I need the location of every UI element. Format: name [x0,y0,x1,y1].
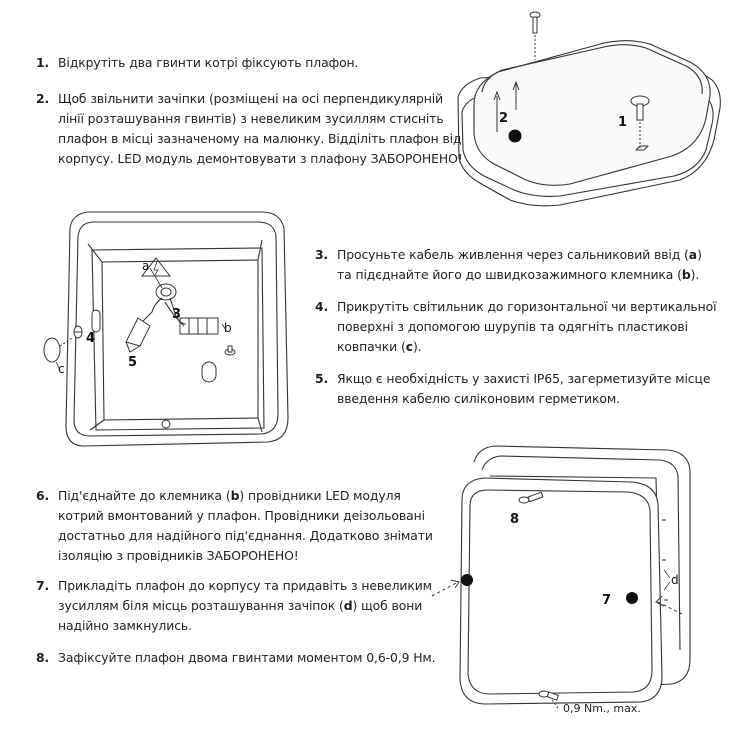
step-2: 2. Щоб звільнити зачіпки (розміщені на о… [36,89,463,169]
arrow-icon [493,80,520,132]
step-text: корпусу. LED модуль демонтовувати з плаф… [58,151,463,166]
label-b: b [224,321,232,335]
mount-screw-icon [73,325,83,339]
label-c: c [58,362,65,376]
step-text: ) щоб вони [352,598,423,613]
step-text: Прикладіть плафон до корпусу та придавіт… [58,578,432,593]
ref-letter: b [681,267,691,282]
terminal-block [179,317,219,335]
step-text: ) провідники LED модуля [239,488,401,503]
mounting-hole [91,309,101,333]
screw-icon [518,491,544,504]
screw-icon [630,95,650,121]
callout-4: 4 [86,331,95,346]
housing-inner [91,247,265,431]
callout-5: 5 [128,355,137,370]
step-text: та підєднайте його до швидкозажимного кл… [337,267,682,282]
step-number: 5. [315,371,329,386]
housing-rim [73,221,279,437]
housing-outer [65,211,289,447]
clip-marker [461,574,473,586]
step-text: зусиллям біля місць розташування зачіпок… [58,598,344,613]
callout-3: 3 [172,307,181,322]
step-number: 6. [36,488,50,503]
step-5: 5. Якщо є необхідність у захисті IP65, з… [315,369,711,409]
callout-7: 7 [602,593,611,608]
torque-label: 0,9 Nm., max. [563,702,641,715]
step-text: Зафіксуйте плафон двома гвинтами моменто… [58,650,436,665]
step-text: достатньо для надійного під'єднання. Дод… [58,528,433,543]
step-text: ) [697,247,702,262]
cap-icon [43,337,61,363]
step-text: Прикрутіть світильник до горизонтальної … [337,299,717,314]
cable-gland [155,283,177,301]
step-7: 7. Прикладіть плафон до корпусу та прида… [36,576,432,636]
callout-8: 8 [510,512,519,527]
screw-hole [161,419,171,429]
housing-back-outline [473,445,691,691]
step-number: 2. [36,91,50,106]
step-text: котрий вмонтований у плафон. Провідники … [58,508,425,523]
step-number: 4. [315,299,329,314]
screw-icon [224,345,236,356]
callout-2: 2 [499,111,508,126]
screw-icon-bottom [538,690,560,701]
step-text: Відкрутіть два гвинти котрі фіксують пла… [58,55,359,70]
step-number: 7. [36,578,50,593]
diffuser-top [481,44,703,95]
step-text: плафон в місці зазначеному на малюнку. В… [58,131,462,146]
step-number: 1. [36,55,50,70]
power-cable [141,297,187,327]
step-8: 8. Зафіксуйте плафон двома гвинтами моме… [36,648,436,668]
step-text: ). [412,339,422,354]
arrow-icon [431,579,683,615]
ref-letter: a [688,247,698,262]
mounting-hole [201,361,217,383]
step-3: 3. Просуньте кабель живлення через сальн… [315,245,702,285]
ref-letter: d [343,598,353,613]
step-1: 1. Відкрутіть два гвинти котрі фіксують … [36,53,359,73]
screw-icon-top [529,11,541,34]
label-a: a [142,259,149,273]
step-4: 4. Прикрутіть світильник до горизонтальн… [315,297,717,357]
ref-letter: c [405,339,413,354]
step-6: 6. Під'єднайте до клемника (b) провідник… [36,486,433,566]
diffuser-outline [473,40,711,186]
clip-marker [508,129,522,143]
step-text: надійно замкнулись. [58,618,192,633]
step-number: 8. [36,650,50,665]
warning-icon [140,257,172,277]
step-text: Щоб звільнити зачіпки (розміщені на осі … [58,91,444,106]
step-text: введення кабелю силіконовим герметиком. [337,391,620,406]
step-text: Під'єднайте до клемника ( [58,488,231,503]
diffuser-front [459,477,663,705]
step-text: лінії розташування гвинтів) з невеликим … [58,111,444,126]
step-text: ізоляцію з провідників ЗАБОРОНЕНО! [58,548,299,563]
label-d: d [671,573,679,587]
step-number: 3. [315,247,329,262]
step-text: ковпачки ( [337,339,406,354]
step-text: Просуньте кабель живлення через сальнико… [337,247,689,262]
step-text: ). [690,267,700,282]
callout-1: 1 [618,115,627,130]
step-text: поверхні з допомогою шурупів та одягніть… [337,319,688,334]
clip-marker [626,592,638,604]
ref-letter: b [230,488,240,503]
step-text: Якщо є необхідність у захисті IP65, заге… [337,371,711,386]
